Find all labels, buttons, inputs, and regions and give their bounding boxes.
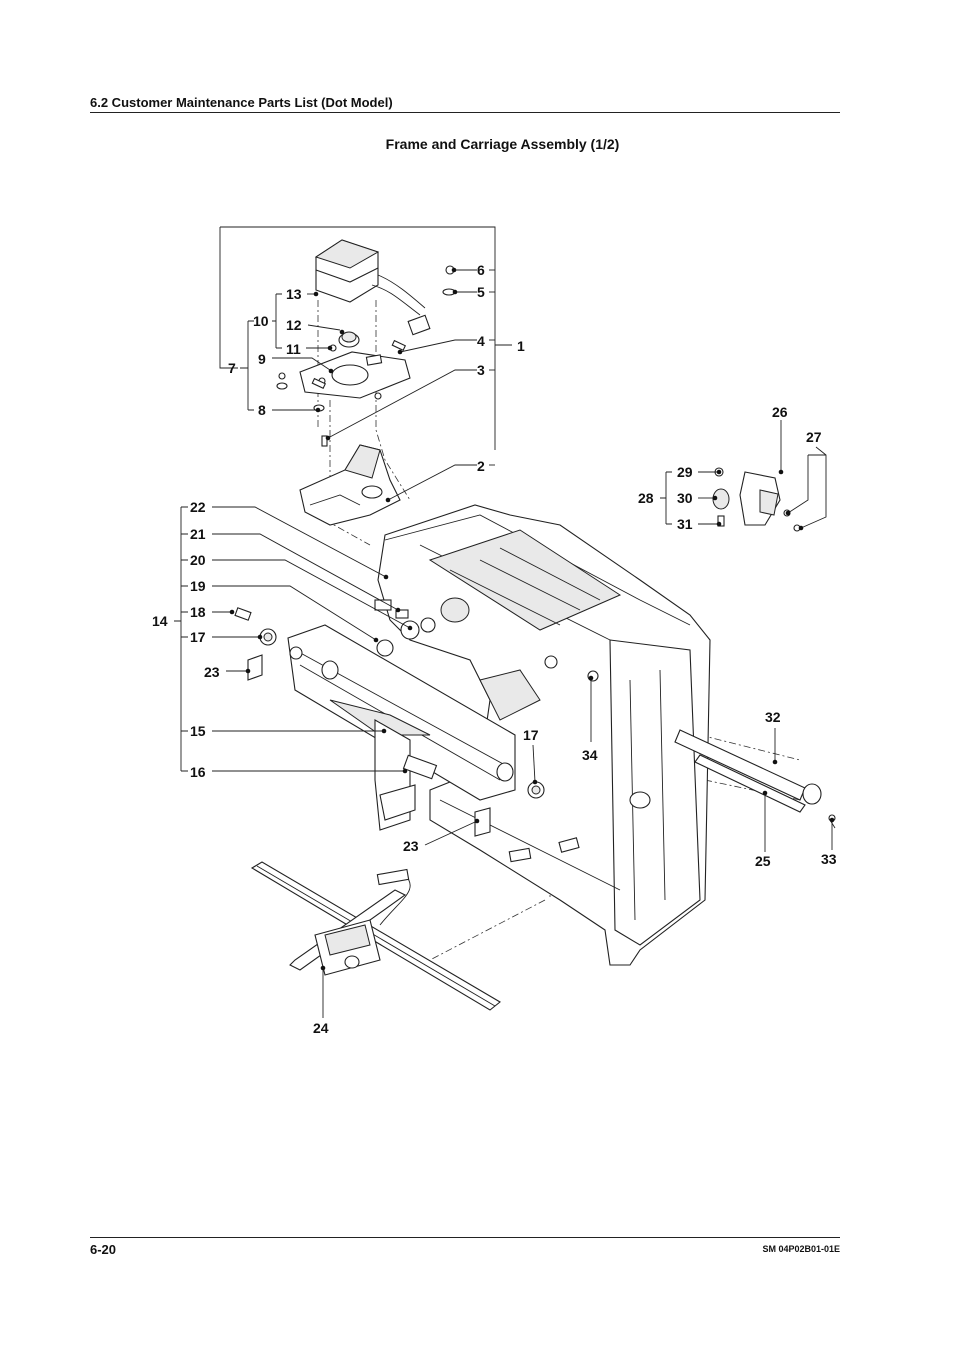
callout-9: 9 <box>258 351 266 367</box>
leader-lines <box>174 226 835 1018</box>
callout-2: 2 <box>477 458 485 474</box>
callout-32: 32 <box>765 709 781 725</box>
callout-23-lower: 23 <box>403 838 419 854</box>
rollers-and-clips <box>234 607 599 837</box>
callout-1: 1 <box>517 338 525 354</box>
page-number: 6-20 <box>90 1242 117 1257</box>
callout-11: 11 <box>286 341 301 357</box>
carriage-belt <box>250 861 501 1011</box>
callout-14: 14 <box>152 613 168 629</box>
callout-5: 5 <box>477 284 485 300</box>
callout-19: 19 <box>190 578 206 594</box>
callout-13: 13 <box>286 286 302 302</box>
callout-27: 27 <box>806 429 822 445</box>
callout-20: 20 <box>190 552 206 568</box>
callout-7: 7 <box>228 360 236 376</box>
callout-15: 15 <box>190 723 206 739</box>
callout-23-left: 23 <box>204 664 220 680</box>
callout-28: 28 <box>638 490 654 506</box>
callout-labels: 1 2 3 4 5 6 7 8 9 10 11 12 13 14 15 16 1… <box>152 262 837 1036</box>
frame-bracket <box>299 444 401 526</box>
side-frame <box>287 624 516 831</box>
callout-17-left: 17 <box>190 629 206 645</box>
callout-8: 8 <box>258 402 266 418</box>
callout-30: 30 <box>677 490 693 506</box>
carriage-shafts <box>674 729 836 829</box>
callout-17-right: 17 <box>523 727 539 743</box>
callout-18: 18 <box>190 604 206 620</box>
callout-26: 26 <box>772 404 788 420</box>
callout-6: 6 <box>477 262 485 278</box>
callout-22: 22 <box>190 499 206 515</box>
callout-4: 4 <box>477 333 485 349</box>
callout-16: 16 <box>190 764 206 780</box>
motor-bracket <box>299 331 411 400</box>
callout-34: 34 <box>582 747 598 763</box>
stepper-motor <box>314 239 431 336</box>
callout-33: 33 <box>821 851 837 867</box>
callout-24: 24 <box>313 1020 329 1036</box>
document-code: SM 04P02B01-01E <box>762 1244 840 1254</box>
footer-rule <box>90 1237 840 1238</box>
callout-29: 29 <box>677 464 693 480</box>
gear-cluster <box>374 597 470 657</box>
callout-25: 25 <box>755 853 771 869</box>
callout-31: 31 <box>677 516 693 532</box>
figure-title: Frame and Carriage Assembly (1/2) <box>385 136 620 152</box>
side-cap-and-gear <box>712 467 801 532</box>
parts-illustration <box>234 239 836 1011</box>
header-rule <box>90 112 840 113</box>
callout-3: 3 <box>477 362 485 378</box>
section-header: 6.2 Customer Maintenance Parts List (Dot… <box>90 95 393 110</box>
callout-10: 10 <box>253 313 269 329</box>
callout-12: 12 <box>286 317 302 333</box>
callout-21: 21 <box>190 526 206 542</box>
